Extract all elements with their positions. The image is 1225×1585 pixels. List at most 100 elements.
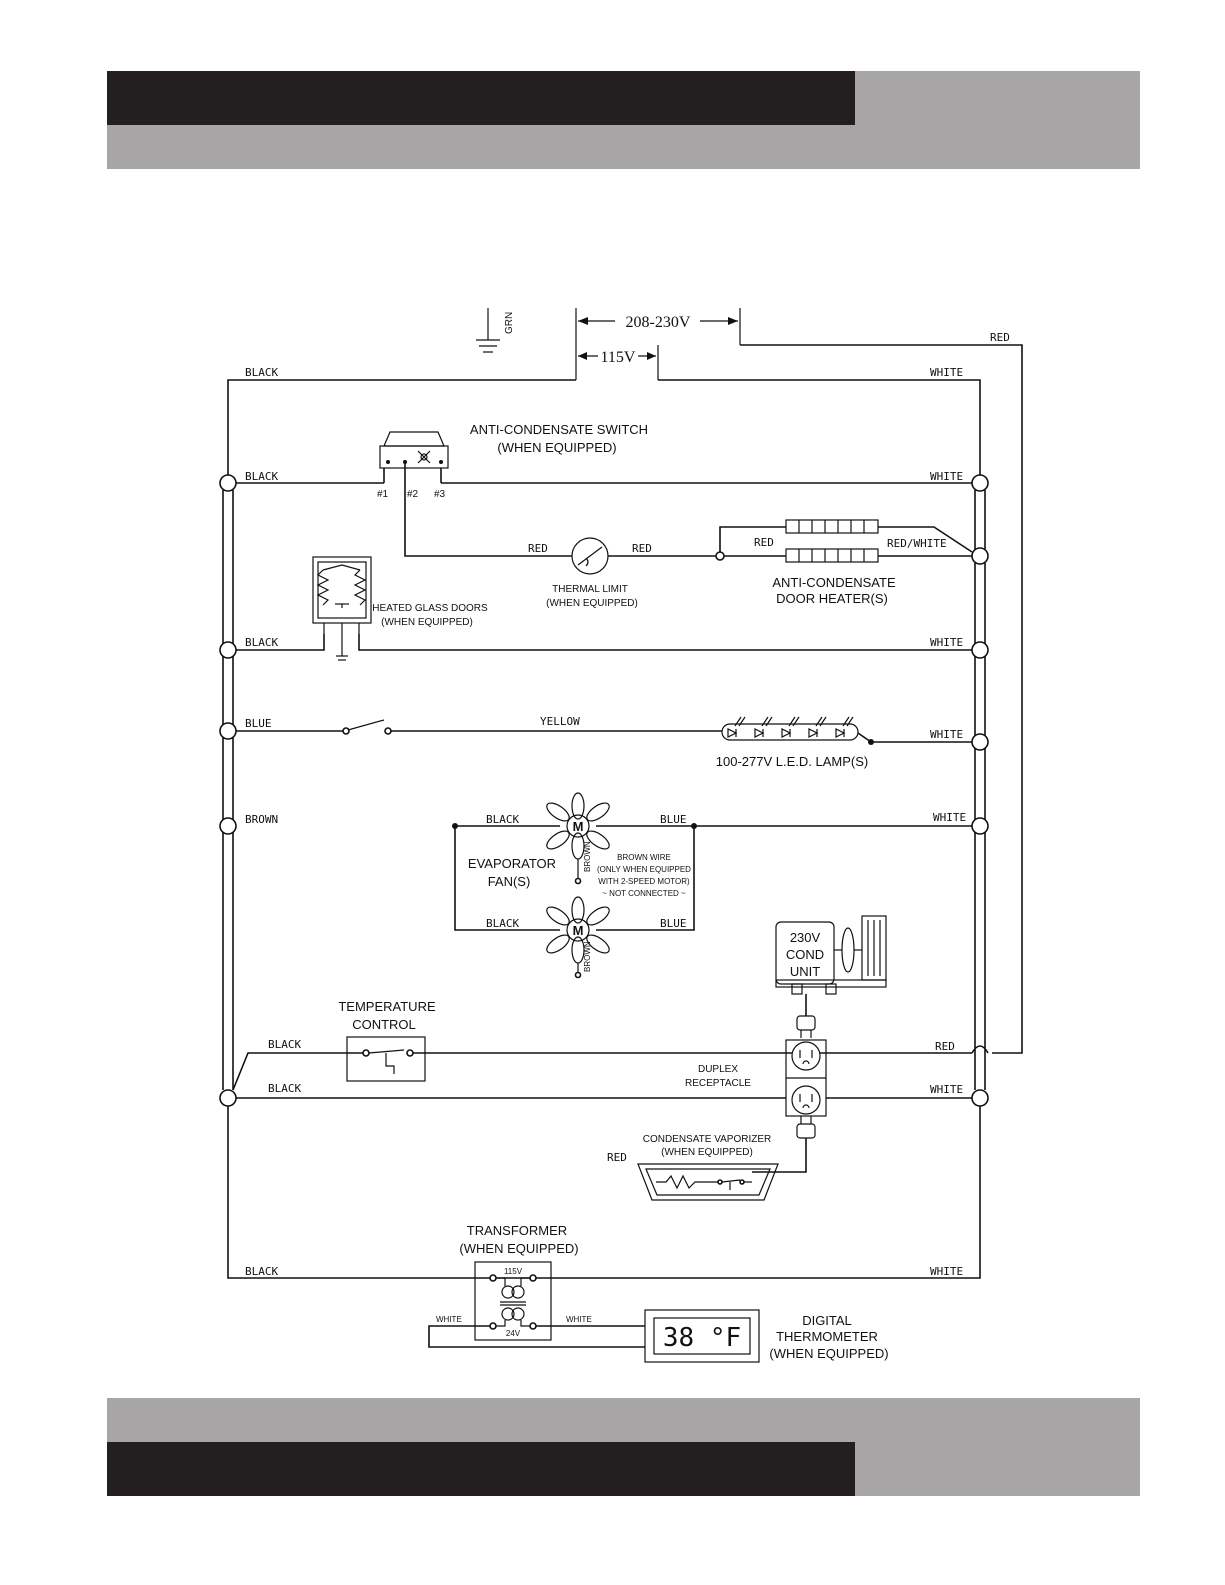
temp-contact-left: [362, 1049, 370, 1057]
heated-glass-box: [312, 556, 372, 624]
wire-label-row3-right: WHITE: [930, 728, 963, 741]
ground-label: GRN: [504, 312, 515, 334]
switch-terminal-2: #2: [407, 489, 419, 500]
evaporator-label-line2: FAN(S): [488, 874, 531, 889]
duplex-receptacle-circuit: DUPLEX RECEPTACLE BLACK WHITE: [236, 1039, 972, 1117]
wire-label-red-return: RED: [990, 331, 1010, 344]
wire-label-vaporizer-red: RED: [607, 1151, 627, 1164]
thermometer-line3: (WHEN EQUIPPED): [769, 1346, 888, 1361]
wire-label-row6-left: BLACK: [268, 1082, 301, 1095]
header-dark-bar: [107, 71, 855, 125]
wire-label-thermal-red-right: RED: [632, 542, 652, 555]
wire-label-row2-right: WHITE: [930, 636, 963, 649]
brown-wire-note-1: BROWN WIRE: [617, 853, 671, 862]
wire-label-temp-red: RED: [935, 1040, 955, 1053]
left-terminals: [219, 474, 237, 1107]
vaporizer-line1: CONDENSATE VAPORIZER: [643, 1134, 772, 1145]
right-terminals: [971, 474, 989, 1107]
evaporator-label-line1: EVAPORATOR: [468, 856, 556, 871]
fan-2-brown-tag: BROWN: [583, 941, 592, 972]
temperature-control-circuit: TEMPERATURE CONTROL BLACK RED: [232, 999, 989, 1091]
digital-thermometer: 38 °F DIGITAL THERMOMETER (WHEN EQUIPPED…: [644, 1309, 889, 1363]
heated-glass-circuit: HEATED GLASS DOORS (WHEN EQUIPPED) BLACK…: [236, 556, 972, 661]
door-switch-blade: [347, 719, 385, 731]
temperature-control-line2: CONTROL: [352, 1017, 416, 1032]
evaporator-fan-motor-2: M BROWN: [546, 896, 610, 979]
wire-label-fan2-blue: BLUE: [660, 917, 687, 930]
wire-label-xfmr-white-left: WHITE: [436, 1315, 462, 1324]
temperature-control-line1: TEMPERATURE: [338, 999, 436, 1014]
supply-voltage-markers: 208-230V 115V: [575, 308, 741, 380]
footer-gray-tab: [855, 1442, 1140, 1496]
cond-unit-line3: UNIT: [790, 964, 820, 979]
wire-label-heater-red-white: RED/WHITE: [887, 537, 947, 550]
wire-label-fan1-blue: BLUE: [660, 813, 687, 826]
vaporizer-pan: [637, 1163, 779, 1201]
transformer-secondary-label: 24V: [506, 1329, 521, 1338]
wire-label-row3-mid: YELLOW: [540, 715, 580, 728]
duplex-line1: DUPLEX: [698, 1064, 738, 1075]
wire-label-thermal-red-left: RED: [528, 542, 548, 555]
brown-wire-note-2: (ONLY WHEN EQUIPPED: [597, 865, 691, 874]
switch-terminal-1: #1: [377, 489, 389, 500]
cond-unit-line1: 230V: [790, 930, 821, 945]
switch-title-line1: ANTI-CONDENSATE SWITCH: [470, 422, 648, 437]
heated-glass-line2: (WHEN EQUIPPED): [381, 617, 473, 628]
wire-label-heater-red: RED: [754, 536, 774, 549]
condensate-vaporizer: CONDENSATE VAPORIZER (WHEN EQUIPPED) RED: [607, 1116, 816, 1201]
wire-label-row2-left: BLACK: [245, 636, 278, 649]
wire-label-xfmr-white-right: WHITE: [566, 1315, 592, 1324]
thermal-limit-line2: (WHEN EQUIPPED): [546, 598, 638, 609]
voltage-low-label: 115V: [601, 349, 636, 366]
temp-contact-right: [406, 1049, 414, 1057]
footer-dark-bar: [107, 1442, 855, 1496]
transformer-line1: TRANSFORMER: [467, 1223, 567, 1238]
evaporator-fan-circuit: M BROWN M BROWN BROWN WHITE BLACK BLUE B…: [245, 792, 972, 979]
header-gray-bar: [107, 125, 1140, 169]
wire-label-bottom-left: BLACK: [245, 1265, 278, 1278]
transformer-primary-label: 115V: [504, 1267, 523, 1276]
wire-label-top-right: WHITE: [930, 366, 963, 379]
fan-2-motor-letter: M: [573, 923, 584, 938]
main-wiring: [222, 344, 1023, 1279]
door-heater-circuit: RED RED THERMAL LIMIT (WHEN EQUIPPED) RE…: [404, 462, 973, 609]
brown-wire-note-3: WITH 2-SPEED MOTOR): [598, 877, 690, 886]
fan-1-brown-tag: BROWN: [583, 841, 592, 872]
wire-label-fan1-black: BLACK: [486, 813, 519, 826]
temperature-control-box: [346, 1036, 426, 1082]
wire-label-temp-black: BLACK: [268, 1038, 301, 1051]
wire-label-row4-right: WHITE: [933, 811, 966, 824]
door-heater-line2: DOOR HEATER(S): [776, 591, 888, 606]
wire-label-row4-left: BROWN: [245, 813, 278, 826]
door-switch-contact-left: [342, 727, 350, 735]
transformer-box: [474, 1261, 552, 1341]
switch-title-line2: (WHEN EQUIPPED): [497, 440, 616, 455]
wire-label-fan2-black: BLACK: [486, 917, 519, 930]
fan-1-motor-letter: M: [573, 819, 584, 834]
switch-terminal-3: #3: [434, 489, 446, 500]
transformer-line2: (WHEN EQUIPPED): [459, 1241, 578, 1256]
door-heater-line1: ANTI-CONDENSATE: [772, 575, 896, 590]
wire-label-bottom-right: WHITE: [930, 1265, 963, 1278]
led-lamp-label: 100-277V L.E.D. LAMP(S): [716, 754, 868, 769]
voltage-high-label: 208-230V: [626, 314, 691, 331]
wire-label-row6-right: WHITE: [930, 1083, 963, 1096]
wire-label-row1-left: BLACK: [245, 470, 278, 483]
thermometer-display: 38 °F: [663, 1323, 741, 1353]
rocker-switch: [379, 445, 449, 469]
header-gray-tab: [855, 71, 1140, 125]
condensing-unit: 230V COND UNIT: [775, 915, 887, 1038]
wire-label-row3-left: BLUE: [245, 717, 272, 730]
door-switch-contact-right: [384, 727, 392, 735]
duplex-line2: RECEPTACLE: [685, 1078, 751, 1089]
thermometer-line1: DIGITAL: [802, 1313, 852, 1328]
thermal-limit-line1: THERMAL LIMIT: [552, 584, 628, 595]
wire-label-top-left: BLACK: [245, 366, 278, 379]
evaporator-fan-motor-1: M BROWN: [546, 792, 610, 885]
cond-unit-line2: COND: [786, 947, 824, 962]
heated-glass-line1: HEATED GLASS DOORS: [372, 603, 488, 614]
thermometer-case: [644, 1309, 760, 1363]
vaporizer-line2: (WHEN EQUIPPED): [661, 1147, 753, 1158]
brown-wire-note-4: ~ NOT CONNECTED ~: [602, 889, 686, 898]
